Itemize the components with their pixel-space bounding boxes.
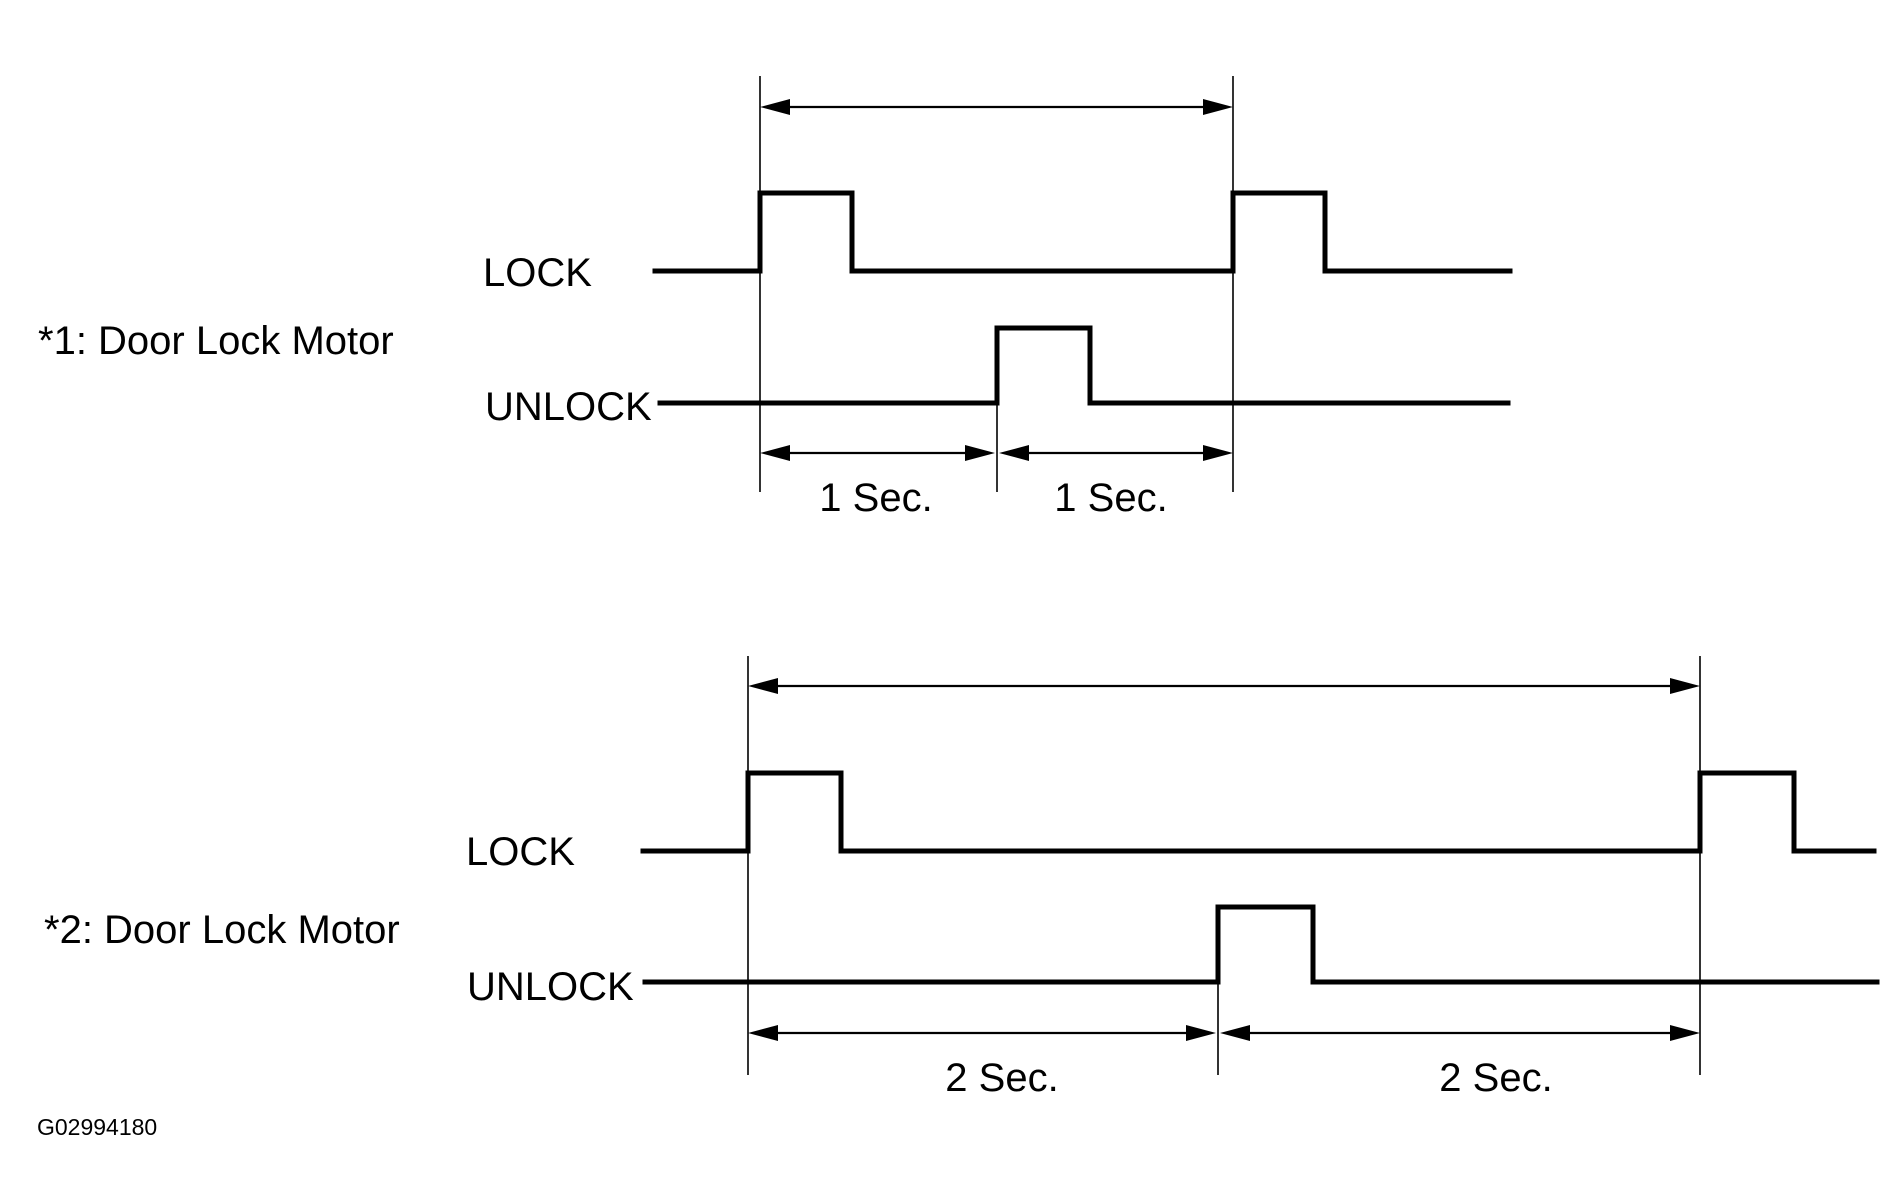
unlock-label: UNLOCK [467,965,634,1009]
interval-dimension-1 [760,445,995,461]
arrow-right-icon [1203,445,1233,461]
arrow-left-icon [748,1025,778,1041]
arrow-left-icon [760,445,790,461]
interval-dimension-2 [1220,1025,1700,1041]
diagram-2: *2: Door Lock Motor LOCK UNLOCK 2 Sec. 2… [44,656,1880,1100]
diagram-1: *1: Door Lock Motor LOCK UNLOCK 1 Sec. 1… [38,76,1513,520]
lock-waveform [652,190,1513,274]
arrow-right-icon [1186,1025,1216,1041]
interval-label-2: 2 Sec. [1439,1056,1552,1100]
arrow-right-icon [1203,99,1233,115]
arrow-left-icon [748,678,778,694]
unlock-waveform [642,904,1880,985]
unlock-waveform [657,325,1511,406]
interval-label-1: 1 Sec. [819,476,932,520]
period-dimension [748,678,1700,694]
arrow-right-icon [1670,678,1700,694]
interval-dimension-1 [748,1025,1216,1041]
arrow-right-icon [965,445,995,461]
interval-label-1: 2 Sec. [945,1056,1058,1100]
interval-label-2: 1 Sec. [1054,476,1167,520]
arrow-left-icon [760,99,790,115]
period-dimension [760,99,1233,115]
arrow-right-icon [1670,1025,1700,1041]
arrow-left-icon [1220,1025,1250,1041]
arrow-left-icon [999,445,1029,461]
lock-label: LOCK [466,830,575,874]
lock-label: LOCK [483,251,592,295]
lock-waveform [640,770,1877,854]
diagram-1-title: *1: Door Lock Motor [38,319,394,363]
unlock-label: UNLOCK [485,385,652,429]
figure-code: G02994180 [37,1114,157,1140]
diagram-2-title: *2: Door Lock Motor [44,908,400,952]
interval-dimension-2 [999,445,1233,461]
